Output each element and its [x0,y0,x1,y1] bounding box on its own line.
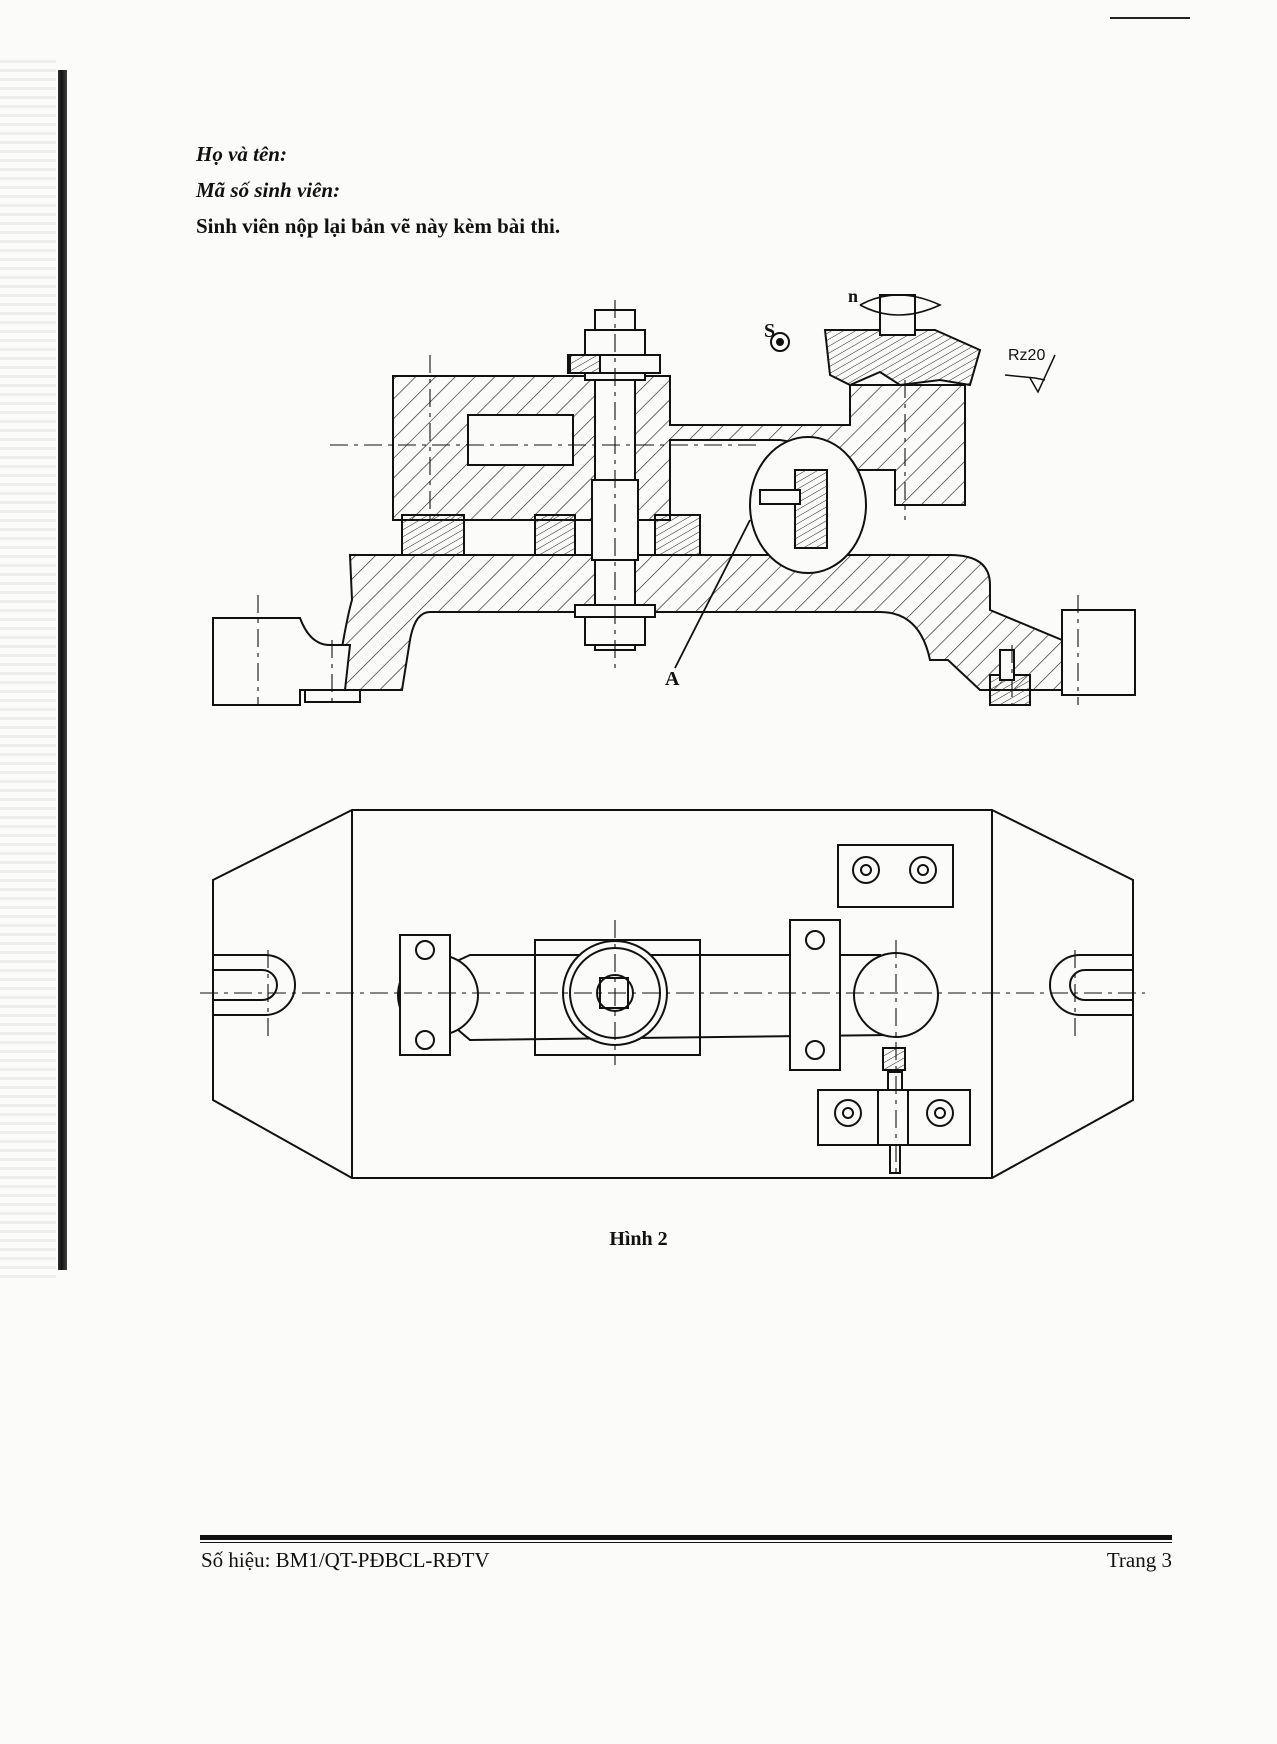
document-code: Số hiệu: BM1/QT-PĐBCL-RĐTV [201,1548,490,1573]
right-foot [1062,610,1135,695]
right-support-block [790,920,840,1070]
roughness-label: Rz20 [1008,347,1045,364]
footer-rule [200,1535,1172,1540]
rotation-label: n [848,286,858,306]
detail-block [795,470,827,548]
page-number: Trang 3 [1107,1548,1172,1573]
footer-rule-thin [200,1542,1172,1543]
front-section-view [213,295,1135,705]
detail-screw [760,490,800,504]
figure-caption: Hình 2 [0,1228,1277,1251]
left-support-block [400,935,450,1055]
detail-label: A [665,668,680,690]
spacer-left [402,515,464,555]
adjustable-stop [818,1090,970,1145]
fixture-drawing: S n Rz20 A [0,0,1277,1300]
nut-top-hatch [568,355,600,373]
spacer-mid [535,515,575,555]
bore-window [468,415,573,465]
spacer-right [655,515,700,555]
milling-cutter [825,330,980,385]
top-view [200,810,1145,1178]
feed-label: S [764,320,775,342]
